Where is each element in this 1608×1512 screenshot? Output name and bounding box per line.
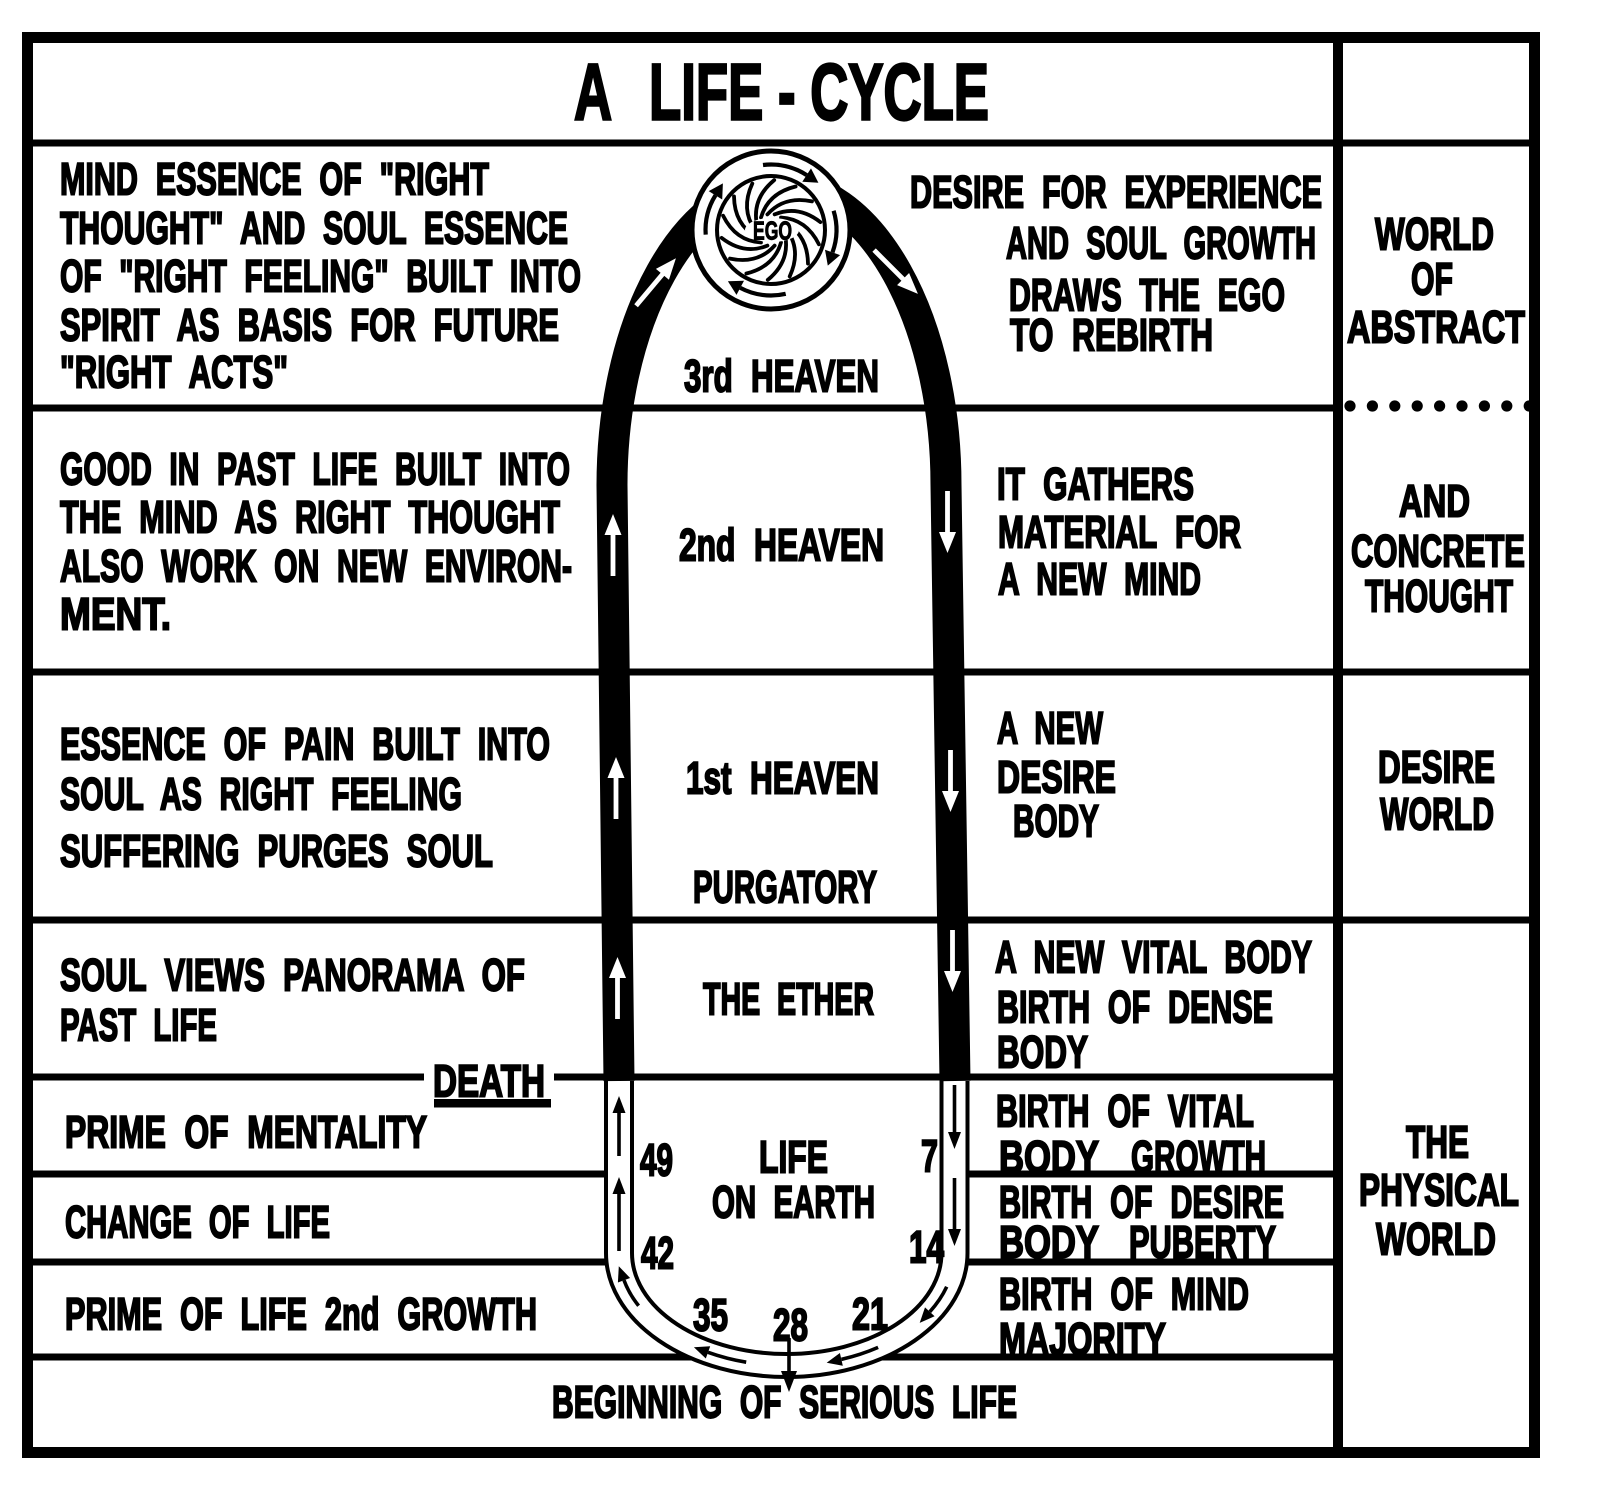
svg-text:AND: AND <box>1399 476 1470 527</box>
svg-text:OF: OF <box>1411 254 1453 305</box>
svg-text:BODY: BODY <box>997 1027 1088 1078</box>
svg-text:WORLD: WORLD <box>1380 789 1494 840</box>
svg-text:28: 28 <box>773 1300 808 1351</box>
svg-text:A NEW VITAL BODY: A NEW VITAL BODY <box>995 932 1312 983</box>
svg-text:BODY: BODY <box>999 1217 1099 1268</box>
svg-text:ESSENCE OF PAIN BUILT INTO: ESSENCE OF PAIN BUILT INTO <box>60 719 550 770</box>
svg-text:LIFE: LIFE <box>759 1132 828 1183</box>
svg-text:GOOD IN PAST LIFE BUILT INTO: GOOD IN PAST LIFE BUILT INTO <box>60 444 570 495</box>
svg-text:EGO: EGO <box>753 216 792 246</box>
svg-text:SOUL VIEWS PANORAMA OF: SOUL VIEWS PANORAMA OF <box>60 950 525 1001</box>
svg-text:CHANGE OF LIFE: CHANGE OF LIFE <box>65 1197 330 1248</box>
svg-text:PURGATORY: PURGATORY <box>693 862 877 913</box>
svg-text:DRAWS THE EGO: DRAWS THE EGO <box>1009 270 1285 321</box>
svg-text:A NEW: A NEW <box>997 703 1103 754</box>
svg-text:GROWTH: GROWTH <box>1131 1132 1266 1183</box>
svg-text:THE ETHER: THE ETHER <box>703 974 874 1025</box>
svg-text:PRIME OF MENTALITY: PRIME OF MENTALITY <box>65 1107 427 1158</box>
svg-text:DESIRE: DESIRE <box>1378 742 1495 793</box>
svg-text:ABSTRACT: ABSTRACT <box>1347 302 1525 353</box>
svg-text:PUBERTY: PUBERTY <box>1129 1217 1276 1268</box>
svg-text:PRIME OF LIFE 2nd GROWTH: PRIME OF LIFE 2nd GROWTH <box>65 1289 537 1340</box>
svg-text:BEGINNING OF SERIOUS LIFE: BEGINNING OF SERIOUS LIFE <box>552 1377 1017 1428</box>
svg-text:2nd HEAVEN: 2nd HEAVEN <box>679 520 884 571</box>
svg-text:SUFFERING PURGES SOUL: SUFFERING PURGES SOUL <box>60 826 493 877</box>
svg-text:BIRTH OF DESIRE: BIRTH OF DESIRE <box>999 1177 1284 1228</box>
svg-text:IT GATHERS: IT GATHERS <box>997 459 1194 510</box>
svg-text:1st HEAVEN: 1st HEAVEN <box>686 753 879 804</box>
svg-text:AND SOUL GROWTH: AND SOUL GROWTH <box>1006 218 1316 269</box>
svg-text:WORLD: WORLD <box>1376 1214 1496 1265</box>
svg-text:DEATH: DEATH <box>433 1056 545 1107</box>
svg-text:BODY: BODY <box>999 1132 1099 1183</box>
svg-text:THOUGHT: THOUGHT <box>1365 571 1513 622</box>
svg-text:TO REBIRTH: TO REBIRTH <box>1010 310 1213 361</box>
svg-text:MAJORITY: MAJORITY <box>999 1314 1166 1365</box>
svg-text:3rd HEAVEN: 3rd HEAVEN <box>684 351 879 402</box>
svg-text:A LIFE - CYCLE: A LIFE - CYCLE <box>574 47 989 136</box>
svg-text:DESIRE: DESIRE <box>997 752 1116 803</box>
svg-text:THOUGHT" AND SOUL ESSENCE: THOUGHT" AND SOUL ESSENCE <box>60 203 568 254</box>
svg-text:SOUL AS RIGHT FEELING: SOUL AS RIGHT FEELING <box>60 769 462 820</box>
svg-text:42: 42 <box>641 1228 674 1279</box>
svg-text:BIRTH OF DENSE: BIRTH OF DENSE <box>997 982 1273 1033</box>
svg-text:MATERIAL FOR: MATERIAL FOR <box>998 507 1241 558</box>
svg-text:DESIRE FOR EXPERIENCE: DESIRE FOR EXPERIENCE <box>910 167 1322 218</box>
svg-text:CONCRETE: CONCRETE <box>1351 526 1525 577</box>
svg-text:THE MIND AS RIGHT THOUGHT: THE MIND AS RIGHT THOUGHT <box>60 492 560 543</box>
svg-text:BIRTH OF MIND: BIRTH OF MIND <box>999 1269 1249 1320</box>
svg-text:ALSO WORK ON NEW ENVIRON-: ALSO WORK ON NEW ENVIRON- <box>60 541 572 592</box>
svg-text:SPIRIT AS BASIS FOR FUTURE: SPIRIT AS BASIS FOR FUTURE <box>60 300 559 351</box>
svg-text:MIND ESSENCE OF "RIGHT: MIND ESSENCE OF "RIGHT <box>60 154 489 205</box>
svg-text:MENT.: MENT. <box>60 589 171 640</box>
svg-text:PAST LIFE: PAST LIFE <box>60 1000 217 1051</box>
svg-text:BODY: BODY <box>1013 796 1099 847</box>
svg-text:35: 35 <box>693 1290 728 1341</box>
svg-text:BIRTH OF VITAL: BIRTH OF VITAL <box>996 1086 1254 1137</box>
svg-text:THE: THE <box>1406 1117 1469 1168</box>
svg-text:OF "RIGHT FEELING" BUILT INTO: OF "RIGHT FEELING" BUILT INTO <box>60 251 581 302</box>
svg-text:14: 14 <box>909 1222 944 1273</box>
svg-text:49: 49 <box>640 1135 673 1186</box>
svg-text:21: 21 <box>852 1289 888 1340</box>
svg-text:PHYSICAL: PHYSICAL <box>1359 1165 1519 1216</box>
svg-text:WORLD: WORLD <box>1375 209 1494 260</box>
svg-text:"RIGHT ACTS": "RIGHT ACTS" <box>60 347 288 398</box>
svg-text:ON EARTH: ON EARTH <box>712 1177 875 1228</box>
svg-text:7: 7 <box>921 1131 938 1182</box>
svg-text:A NEW MIND: A NEW MIND <box>998 554 1201 605</box>
